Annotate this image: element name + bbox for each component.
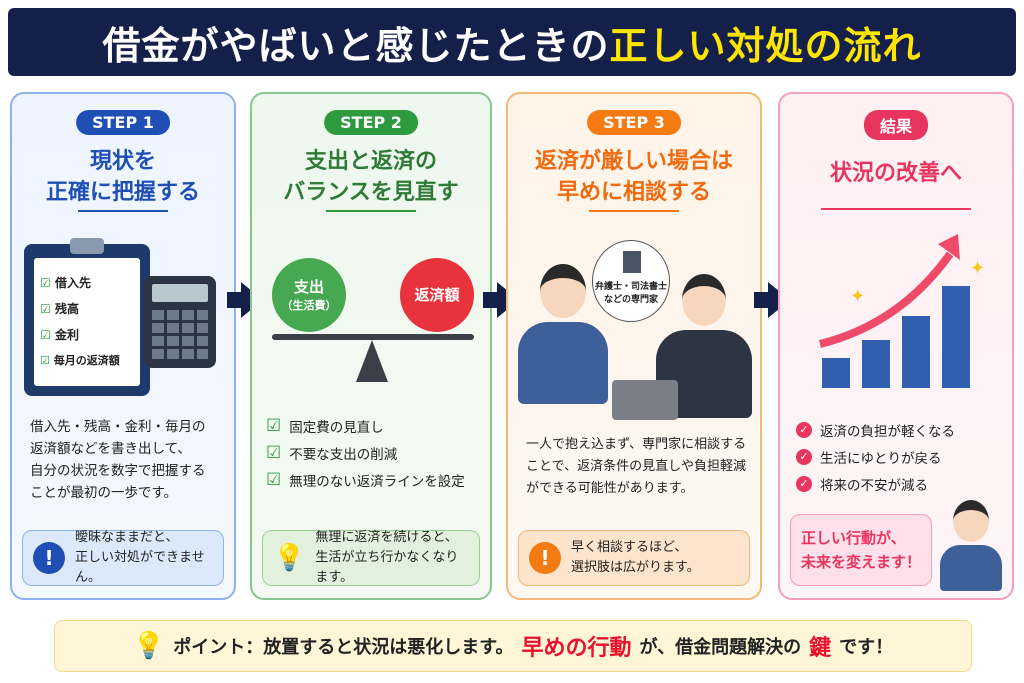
divider (78, 210, 168, 212)
step2-note: 💡 無理に返済を続けると、生活が立ち行かなくなります。 (262, 530, 480, 586)
list-item: ☑無理のない返済ラインを設定 (266, 469, 465, 490)
lightbulb-icon: 💡 (273, 543, 306, 573)
calculator-icon (144, 276, 216, 368)
divider (589, 210, 679, 212)
step1-description: 借入先・残高・金利・毎月の返済額などを書き出して、自分の状況を数字で把握すること… (30, 419, 206, 501)
cheering-person-illustration (940, 500, 1002, 592)
balance-scale-icon (272, 334, 474, 340)
step1-heading: 現状を正確に把握する (45, 149, 200, 205)
result-badge: 結果 (863, 110, 929, 140)
step3-badge: STEP 3 (587, 110, 681, 135)
page-title: 借金がやばいと感じたときの正しい対処の流れ (8, 8, 1016, 76)
exclamation-icon: ! (33, 542, 65, 574)
step2-heading: 支出と返済のバランスを見直す (283, 149, 459, 205)
result-heading: 状況の改善へ (829, 161, 962, 186)
key-point-banner: 💡 ポイント：放置すると状況は悪化します。早めの行動が、借金問題解決の鍵です！ (54, 620, 972, 672)
expert-person-illustration (656, 274, 752, 420)
check-circle-icon: ✓ (796, 448, 812, 465)
checkbox-icon: ☑ (266, 469, 282, 490)
scale-stand (356, 340, 388, 382)
clip-item: ☑ 金利 (40, 328, 79, 342)
speech-bubble: 弁護士・司法書士などの専門家 (592, 240, 670, 322)
step2-card: STEP 2 支出と返済のバランスを見直す 支出（生活費） 返済額 ☑固定費の見… (250, 92, 492, 600)
result-card: 結果 状況の改善へ ✦✦ ✓返済の負担が軽くなる ✓生活にゆとりが戻る ✓将来の… (778, 92, 1014, 600)
step3-note: ! 早く相談するほど、選択肢は広がります。 (518, 530, 750, 586)
checkbox-icon: ☑ (266, 442, 282, 463)
step2-checklist: ☑固定費の見直し ☑不要な支出の削減 ☑無理のない返済ラインを設定 (266, 412, 482, 493)
checkbox-icon: ☑ (266, 415, 282, 436)
check-circle-icon: ✓ (796, 475, 812, 492)
list-item: ☑固定費の見直し (266, 415, 384, 436)
clip-item: ☑ 毎月の返済額 (40, 354, 120, 367)
divider (821, 208, 971, 210)
list-item: ✓返済の負担が軽くなる (796, 416, 1004, 443)
repayment-circle: 返済額 (400, 258, 474, 332)
laptop-icon (612, 380, 678, 420)
result-checklist: ✓返済の負担が軽くなる ✓生活にゆとりが戻る ✓将来の不安が減る (796, 416, 1004, 497)
step3-heading: 返済が厳しい場合は早めに相談する (534, 149, 733, 205)
point-text: が、借金問題解決の (639, 637, 802, 658)
svg-text:✦: ✦ (850, 286, 865, 307)
clip-item: ☑ 借入先 (40, 276, 91, 290)
step2-badge: STEP 2 (324, 110, 418, 135)
step1-note: ! 曖昧なままだと、正しい対処ができません。 (22, 530, 224, 586)
lightbulb-icon: 💡 (132, 631, 166, 661)
title-text: 借金がやばいと感じたときの (102, 23, 610, 68)
point-text: ポイント：放置すると状況は悪化します。 (173, 637, 514, 658)
growth-chart-icon: ✦✦ (819, 234, 985, 388)
check-circle-icon: ✓ (796, 421, 812, 438)
step3-description: 一人で抱え込まず、専門家に相談することで、返済条件の見直しや負担軽減ができる可能… (526, 437, 747, 496)
list-item: ☑不要な支出の削減 (266, 442, 398, 463)
svg-text:✦: ✦ (970, 258, 985, 279)
step1-card: STEP 1 現状を正確に把握する ☑ 借入先 ☑ 残高 ☑ 金利 ☑ 毎月の返… (10, 92, 236, 600)
step3-card: STEP 3 返済が厳しい場合は早めに相談する 弁護士・司法書士などの専門家 一… (506, 92, 762, 600)
title-highlight: 正しい対処の流れ (609, 23, 922, 68)
list-item: ✓将来の不安が減る (796, 470, 1004, 497)
point-emphasis: 鍵 (809, 636, 832, 661)
divider (326, 210, 416, 212)
list-item: ✓生活にゆとりが戻る (796, 443, 1004, 470)
clip-item: ☑ 残高 (40, 302, 79, 316)
point-emphasis: 早めの行動 (521, 636, 632, 661)
step1-badge: STEP 1 (76, 110, 170, 135)
expense-circle: 支出（生活費） (272, 258, 346, 332)
point-text: です！ (839, 637, 894, 658)
exclamation-icon: ! (529, 542, 561, 574)
worried-person-illustration (518, 264, 608, 410)
building-icon (623, 251, 641, 273)
clipboard-icon: ☑ 借入先 ☑ 残高 ☑ 金利 ☑ 毎月の返済額 (24, 238, 150, 396)
result-message: 正しい行動が、未来を変えます！ (790, 514, 932, 586)
